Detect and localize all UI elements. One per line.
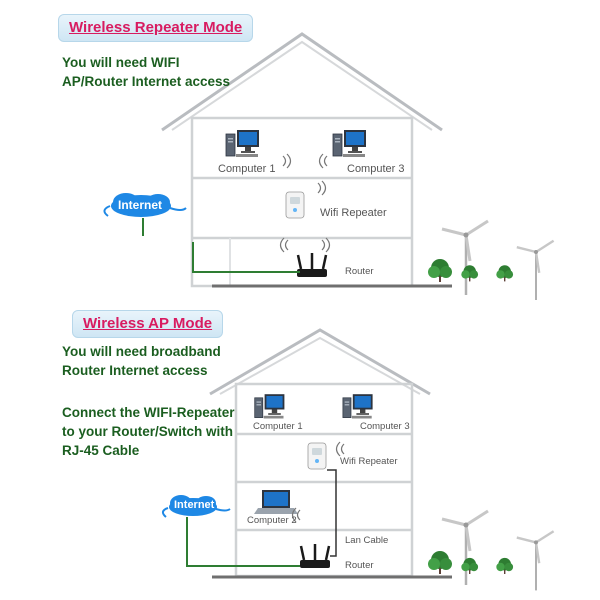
bottom-computer-1-label: Computer 1 (253, 421, 303, 432)
turbine-icon (515, 239, 555, 302)
bottom-computer-2-label: Computer 2 (247, 515, 297, 526)
lan-cable (327, 469, 337, 557)
turbine-icon (440, 509, 490, 587)
top-computer-1-label: Computer 1 (218, 163, 276, 175)
bottom-repeater-label: Wifi Repeater (340, 456, 398, 467)
top-computer-1-icon (225, 129, 260, 158)
top-note-line-1: You will need WIFI (62, 55, 180, 70)
tree-icon (461, 265, 479, 282)
bottom-router-cable (186, 517, 300, 567)
top-note-line-2: AP/Router Internet access (62, 74, 231, 89)
lan-cable-label: Lan Cable (345, 535, 389, 546)
bottom-connect-line-1: Connect the WIFI-Repeater (62, 405, 235, 420)
top-repeater-icon (285, 191, 305, 219)
bottom-router-icon (298, 542, 332, 570)
top-mode-title: Wireless Repeater Mode (58, 14, 254, 42)
wifi-wave-icon (321, 237, 331, 253)
bottom-router-label: Router (345, 560, 374, 571)
bottom-connect-line-3: RJ-45 Cable (62, 443, 140, 458)
bottom-computer-3-icon (342, 393, 374, 419)
top-router-label: Router (345, 266, 374, 277)
laptop-icon (254, 490, 298, 514)
turbine-icon (515, 530, 555, 592)
bottom-repeater-icon (307, 442, 327, 470)
bottom-note-line-1: You will need broadband (62, 344, 221, 359)
bottom-computer-1-icon (254, 393, 285, 419)
top-internet-cloud (103, 193, 187, 217)
top-computer-3-label: Computer 3 (347, 163, 405, 175)
bottom-internet-cloud (162, 495, 231, 518)
top-router-cable (192, 242, 300, 273)
bottom-note-line-2: Router Internet access (62, 363, 208, 378)
bottom-house (209, 328, 452, 579)
wifi-wave-icon (282, 153, 292, 169)
wifi-wave-icon (279, 237, 289, 253)
bottom-internet-label: Internet (174, 499, 215, 511)
tree-icon (428, 551, 452, 574)
top-internet-label: Internet (118, 198, 163, 212)
bottom-mode-title: Wireless AP Mode (72, 310, 224, 338)
wifi-wave-icon (335, 441, 345, 457)
tree-icon (496, 557, 514, 574)
top-house (161, 32, 452, 288)
top-router-icon (295, 251, 329, 279)
tree-icon (428, 259, 452, 282)
turbine-icon (440, 219, 490, 297)
tree-icon (496, 265, 514, 282)
bottom-computer-3-label: Computer 3 (360, 421, 410, 432)
top-repeater-label: Wifi Repeater (320, 207, 387, 219)
wifi-wave-icon (317, 180, 327, 196)
bottom-connect-line-2: to your Router/Switch with (62, 424, 233, 439)
wifi-wave-icon (318, 153, 328, 169)
top-computer-3-icon (332, 129, 367, 158)
tree-icon (461, 557, 479, 574)
